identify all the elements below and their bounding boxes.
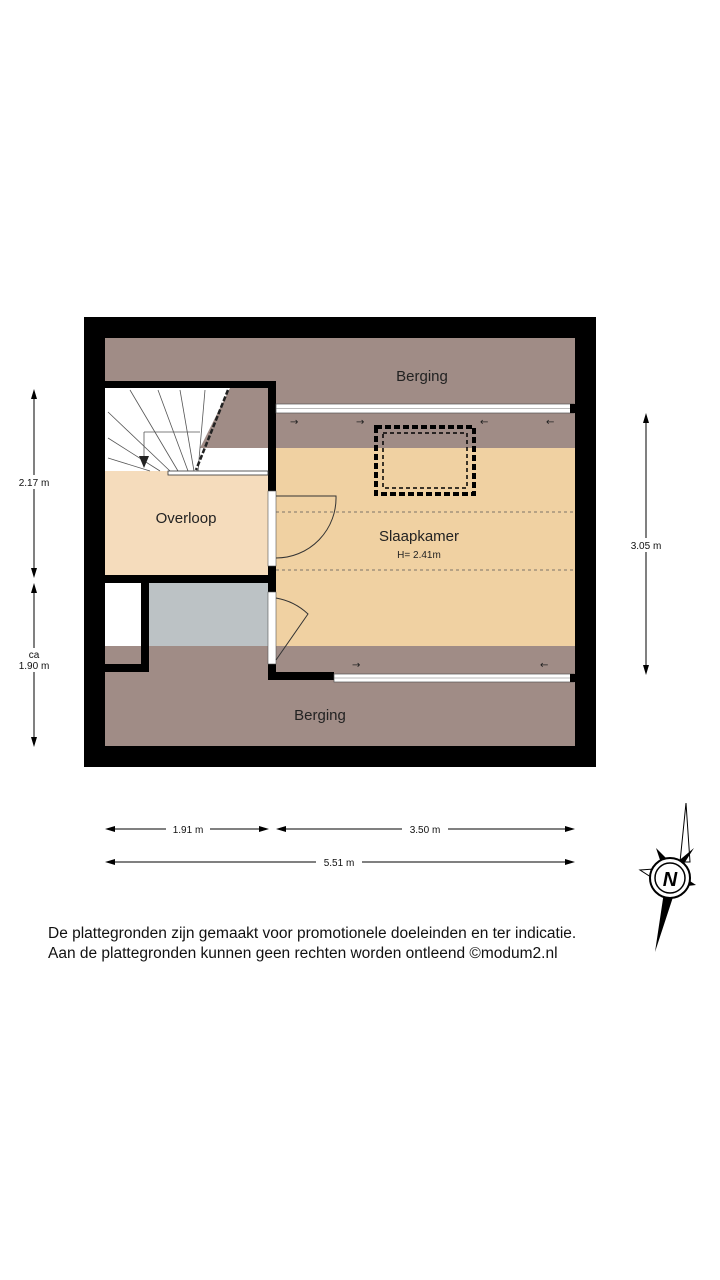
skylight-outer (374, 425, 476, 496)
wall-overloop-bottom (105, 575, 276, 583)
stair-handrail (194, 389, 230, 471)
dim-left-lower-prefix: ca (29, 650, 40, 661)
slaapkamer-area (276, 448, 575, 646)
dim-left-lower-label: 1.90 m (19, 661, 50, 672)
door-swing-overloop (275, 495, 337, 559)
kneewall-bottom-end (570, 674, 575, 682)
stair-direction-arrow (139, 456, 149, 468)
wall-mid-right-upper (268, 566, 276, 592)
dim-bottom-right-label: 3.50 m (410, 825, 441, 836)
dim-bottom-left-label: 1.91 m (173, 825, 204, 836)
wall-stair-right (268, 381, 276, 491)
disclaimer: De plattegronden zijn gemaakt voor promo… (48, 924, 688, 964)
wall-closet-right (141, 583, 149, 672)
berging-top-label: Berging (396, 368, 448, 385)
door-opening-overloop (267, 490, 277, 567)
overloop-label: Overloop (156, 510, 217, 527)
arrow-left-1: ← (480, 417, 488, 428)
arrow-right-1: → (290, 417, 298, 428)
compass-letter: N (663, 869, 678, 891)
slaapkamer-label: Slaapkamer (379, 528, 459, 545)
arrow-right-2: → (356, 417, 364, 428)
compass-icon (638, 802, 696, 952)
arrow-left-3: ← (540, 660, 548, 671)
dim-right-label: 3.05 m (631, 541, 662, 552)
skylight-inner (382, 432, 468, 489)
stair-bottom-rail (167, 470, 269, 476)
slaapkamer-height-label: H= 2.41m (397, 550, 441, 561)
dim-bottom-total-label: 5.51 m (324, 858, 355, 869)
kneewall-top-end (570, 404, 575, 413)
closet-area (105, 583, 141, 646)
dim-left-upper-label: 2.17 m (19, 478, 50, 489)
berging-bottom-label: Berging (294, 707, 346, 724)
bathroom-area (148, 583, 268, 646)
disclaimer-line-2: Aan de plattegronden kunnen geen rechten… (48, 945, 558, 962)
disclaimer-line-1: De plattegronden zijn gemaakt voor promo… (48, 925, 577, 942)
stair-landing-shade (200, 388, 268, 448)
wall-lower-vert (268, 664, 276, 680)
door-swing-bathroom (275, 597, 309, 661)
door-opening-bathroom (267, 591, 277, 665)
arrow-right-3: → (352, 660, 360, 671)
wall-lower-corner (268, 672, 334, 680)
arrow-left-2: ← (546, 417, 554, 428)
staircase (107, 389, 206, 472)
wall-stair-top (105, 381, 276, 388)
overloop-area (105, 471, 268, 575)
wall-closet-bottom (105, 664, 149, 672)
